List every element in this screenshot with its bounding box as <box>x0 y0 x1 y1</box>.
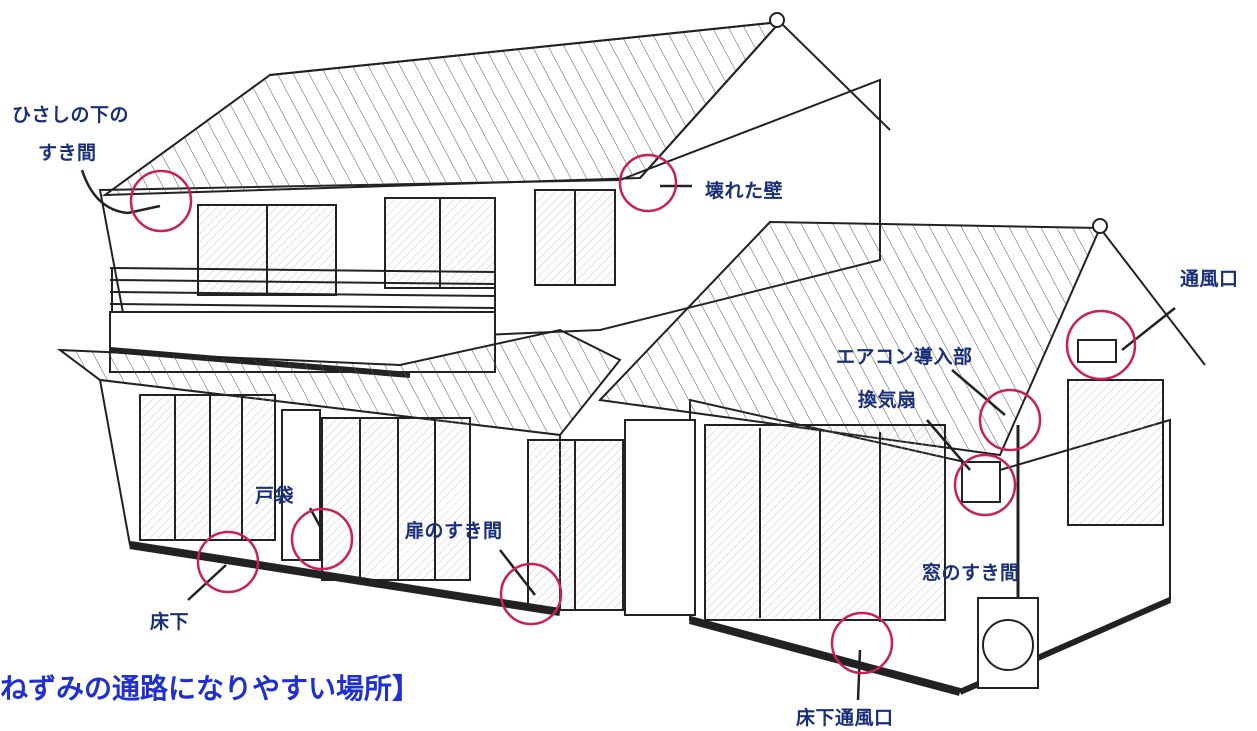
label-vent: 通風口 <box>1180 268 1239 290</box>
label-under-floor: 床下 <box>150 611 190 633</box>
page-title: ねずみの通路になりやすい場所】 <box>0 672 421 705</box>
label-aircon: エアコン導入部 <box>836 346 973 368</box>
aircon-marker <box>978 388 1042 452</box>
under-floor-marker <box>196 530 260 594</box>
fan-marker <box>953 453 1017 517</box>
label-eaves-line2: すき間 <box>38 142 97 164</box>
marker-circles <box>129 153 1137 675</box>
label-fan: 換気扇 <box>858 389 917 411</box>
label-eaves-line1: ひさしの下の <box>12 104 130 126</box>
leader-lines <box>80 169 1176 701</box>
label-shutter-box: 戸袋 <box>255 485 295 507</box>
lower-house <box>98 378 624 616</box>
right-wing <box>597 218 1206 696</box>
door-gap-marker <box>499 562 563 626</box>
broken-wall-marker <box>618 153 678 213</box>
shutter-box-marker <box>290 507 354 571</box>
label-window-gap: 窓のすき間 <box>922 562 1020 584</box>
label-under-floor-vent: 床下通風口 <box>796 707 894 729</box>
under-floor-vent-marker <box>830 611 894 675</box>
vent-marker <box>1065 309 1137 381</box>
label-broken-wall: 壊れた壁 <box>705 180 784 202</box>
eaves-gap-marker <box>129 169 193 233</box>
label-door-gap: 扉のすき間 <box>405 520 503 542</box>
